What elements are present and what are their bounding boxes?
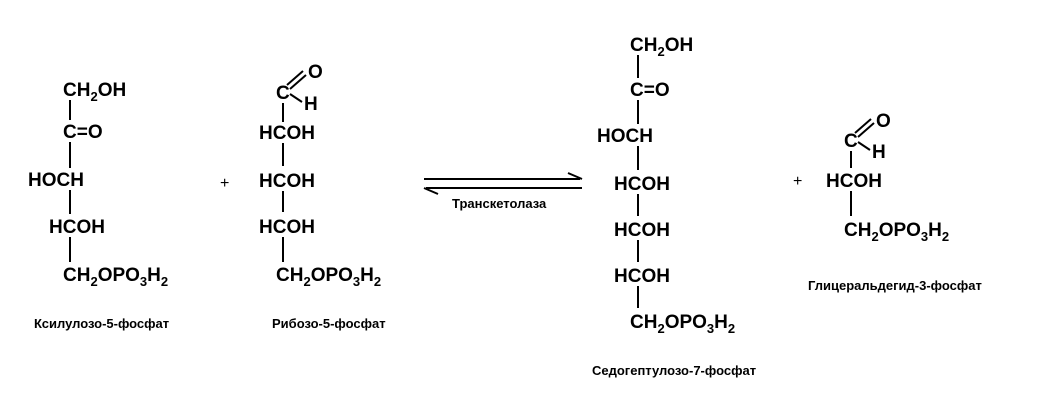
group-carbonyl: C=O bbox=[630, 80, 670, 101]
group-hcoh: HCOH bbox=[826, 171, 882, 192]
group-carbonyl: C=O bbox=[63, 122, 103, 143]
group-ch2oh: CH2OH bbox=[63, 80, 126, 104]
molecule-ribose-5-phosphate: C O H HCOH HCOH HCOH CH2OPO3H2 Рибозо-5-… bbox=[259, 62, 386, 331]
enzyme-label: Транскетолаза bbox=[452, 196, 547, 211]
group-hoch: HOCH bbox=[597, 126, 653, 147]
aldehyde-oxygen: O bbox=[308, 62, 323, 83]
aldehyde-carbon: C bbox=[276, 83, 290, 104]
group-hcoh: HCOH bbox=[614, 174, 670, 195]
group-hcoh: HCOH bbox=[49, 217, 105, 238]
molecule-xylulose-5-phosphate: CH2OH C=O HOCH HCOH CH2OPO3H2 Ксилулозо-… bbox=[28, 80, 169, 331]
group-hcoh: HCOH bbox=[614, 266, 670, 287]
molecule-name-sedoheptulose: Седогептулозо-7-фосфат bbox=[592, 363, 756, 378]
aldehyde-hydrogen: H bbox=[304, 94, 318, 115]
group-hcoh: HCOH bbox=[259, 217, 315, 238]
molecule-name-ribose: Рибозо-5-фосфат bbox=[272, 316, 386, 331]
group-hoch: HOCH bbox=[28, 170, 84, 191]
molecule-glyceraldehyde-3-phosphate: C O H HCOH CH2OPO3H2 Глицеральдегид-3-фо… bbox=[808, 111, 982, 293]
equilibrium-arrows: Транскетолаза bbox=[423, 172, 583, 211]
group-hcoh: HCOH bbox=[259, 123, 315, 144]
plus-sign-1: + bbox=[220, 175, 229, 192]
group-hcoh: HCOH bbox=[259, 171, 315, 192]
aldehyde-hydrogen: H bbox=[872, 142, 886, 163]
group-ch2opo3h2: CH2OPO3H2 bbox=[844, 220, 949, 244]
group-ch2opo3h2: CH2OPO3H2 bbox=[276, 265, 381, 289]
plus-sign-2: + bbox=[793, 173, 802, 190]
molecule-name-glyceraldehyde: Глицеральдегид-3-фосфат bbox=[808, 278, 982, 293]
group-ch2opo3h2: CH2OPO3H2 bbox=[63, 265, 168, 289]
group-hcoh: HCOH bbox=[614, 220, 670, 241]
molecule-name-xylulose: Ксилулозо-5-фосфат bbox=[34, 316, 169, 331]
group-ch2opo3h2: CH2OPO3H2 bbox=[630, 312, 735, 336]
aldehyde-carbon: C bbox=[844, 131, 858, 152]
aldehyde-oxygen: O bbox=[876, 111, 891, 132]
group-ch2oh: CH2OH bbox=[630, 35, 693, 59]
molecule-sedoheptulose-7-phosphate: CH2OH C=O HOCH HCOH HCOH HCOH CH2OPO3H2 … bbox=[592, 35, 756, 378]
